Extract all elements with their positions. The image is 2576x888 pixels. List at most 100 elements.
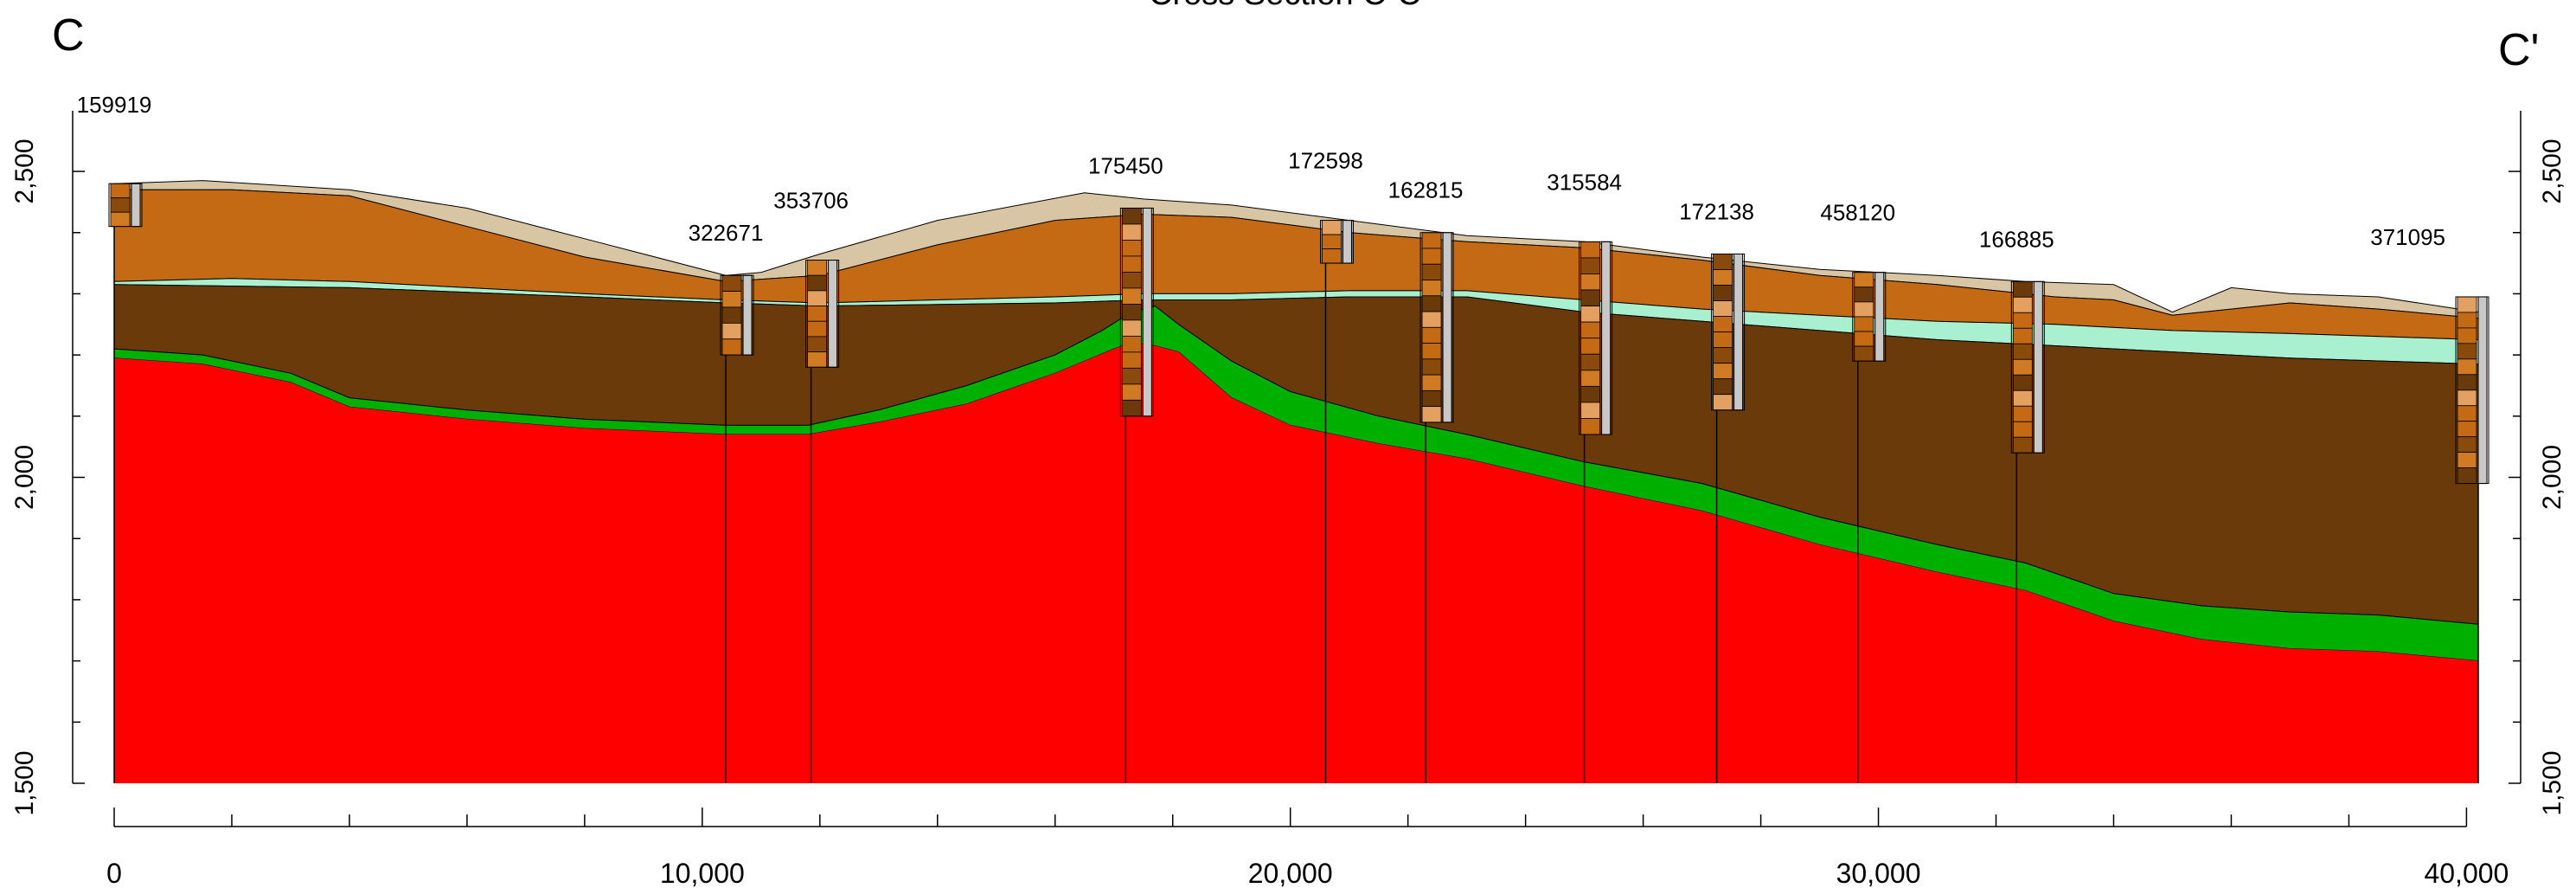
well-log-segment [1121, 335, 1142, 353]
well-log-segment [1121, 223, 1142, 241]
well-log-segment [1580, 306, 1601, 323]
well-log-segment [1713, 316, 1733, 333]
well-log-segment [2457, 467, 2477, 484]
well-371095: 371095 [2370, 224, 2489, 783]
well-log-segment [1713, 269, 1733, 286]
well-log-segment [1854, 286, 1874, 303]
well-casing [1142, 207, 1152, 417]
well-log-segment [1121, 383, 1142, 401]
well-log-segment [1121, 272, 1142, 289]
well-log-segment [1421, 263, 1442, 280]
well-log-segment [721, 291, 742, 308]
well-322671: 322671 [689, 220, 763, 783]
well-log-segment [807, 306, 828, 322]
well-log-segment [1121, 399, 1142, 417]
well-casing [2477, 296, 2488, 485]
well-log-segment [1580, 273, 1601, 291]
well-log-segment [1580, 418, 1601, 435]
x-tick-label: 20,000 [1248, 858, 1333, 888]
well-log-segment [2457, 389, 2477, 407]
well-log-segment [1421, 326, 1442, 344]
well-log-segment [1322, 248, 1342, 264]
y-tick-label-left: 2,500 [10, 139, 39, 204]
well-172598: 172598 [1288, 148, 1363, 783]
well-log-segment [2457, 436, 2477, 454]
well-log-segment [2012, 280, 2033, 298]
x-tick-label: 10,000 [660, 858, 745, 888]
well-log-segment [2457, 452, 2477, 469]
well-label: 315584 [1547, 169, 1622, 195]
y-tick-label-right: 1,500 [2538, 750, 2566, 815]
well-casing [2033, 280, 2043, 454]
well-log-segment [2012, 327, 2033, 344]
well-log-segment [807, 274, 828, 292]
well-log-segment [1421, 343, 1442, 360]
well-166885: 166885 [1979, 226, 2054, 783]
well-log-segment [2457, 312, 2477, 329]
well-log-segment [1580, 385, 1601, 403]
well-175450: 175450 [1088, 152, 1163, 783]
diagram-title: Cross Section C-C' [1149, 0, 1427, 12]
well-log-segment [2012, 343, 2033, 360]
well-log-segment [1580, 370, 1601, 387]
well-log-segment [110, 197, 131, 213]
well-label: 159919 [77, 92, 152, 118]
section-end-label-right: C' [2498, 25, 2539, 75]
well-casing [1601, 241, 1612, 435]
well-log-segment [1580, 321, 1601, 339]
well-frame [2010, 280, 2045, 454]
y-tick-label-right: 2,000 [2538, 445, 2566, 510]
well-log-segment [1580, 353, 1601, 371]
well-log-segment [2012, 312, 2033, 329]
well-log-segment [1580, 241, 1601, 259]
well-log-segment [1854, 345, 1874, 362]
well-log-segment [1713, 331, 1733, 349]
well-log-segment [1421, 389, 1442, 408]
y-tick-label-right: 2,500 [2538, 139, 2566, 204]
well-log-segment [1121, 287, 1142, 305]
well-casing [828, 260, 838, 368]
geologic-layers [113, 180, 2479, 783]
well-log-segment [2457, 358, 2477, 376]
well-log-segment [110, 211, 131, 228]
well-log-segment [1713, 300, 1733, 317]
well-frame [1419, 232, 1454, 423]
well-log-segment [1854, 301, 1874, 318]
well-log-segment [1580, 257, 1601, 274]
well-log-segment [1421, 311, 1442, 328]
well-458120: 458120 [1820, 200, 1895, 783]
section-end-label-left: C [52, 10, 85, 61]
well-log-segment [2457, 296, 2477, 313]
well-log-segment [1322, 234, 1342, 249]
well-log-segment [1322, 220, 1342, 235]
well-log-segment [1421, 374, 1442, 391]
well-frame [1319, 220, 1354, 264]
well-log-segment [1713, 378, 1733, 396]
well-log-segment [1713, 363, 1733, 380]
well-label: 162815 [1388, 177, 1464, 203]
well-log-segment [721, 338, 742, 356]
well-log-segment [1121, 319, 1142, 337]
well-casing [1733, 253, 1744, 411]
well-log-segment [721, 274, 742, 293]
well-log-segment [2457, 374, 2477, 391]
well-log-segment [807, 290, 828, 306]
well-353706: 353706 [773, 188, 849, 783]
well-log-segment [1121, 303, 1142, 321]
well-label: 166885 [1979, 226, 2054, 252]
well-log-segment [1854, 331, 1874, 347]
y-tick-label-left: 2,000 [10, 445, 39, 510]
well-log-segment [1713, 285, 1733, 301]
well-log-segment [2012, 421, 2033, 438]
well-log-segment [1713, 254, 1733, 270]
well-casing [742, 274, 753, 356]
well-label: 172598 [1288, 148, 1363, 174]
well-log-segment [1421, 295, 1442, 312]
well-casing [131, 183, 141, 228]
well-log-segment [2012, 374, 2033, 391]
well-frame [720, 274, 754, 356]
well-log-segment [1121, 208, 1142, 225]
well-315584: 315584 [1547, 169, 1622, 783]
